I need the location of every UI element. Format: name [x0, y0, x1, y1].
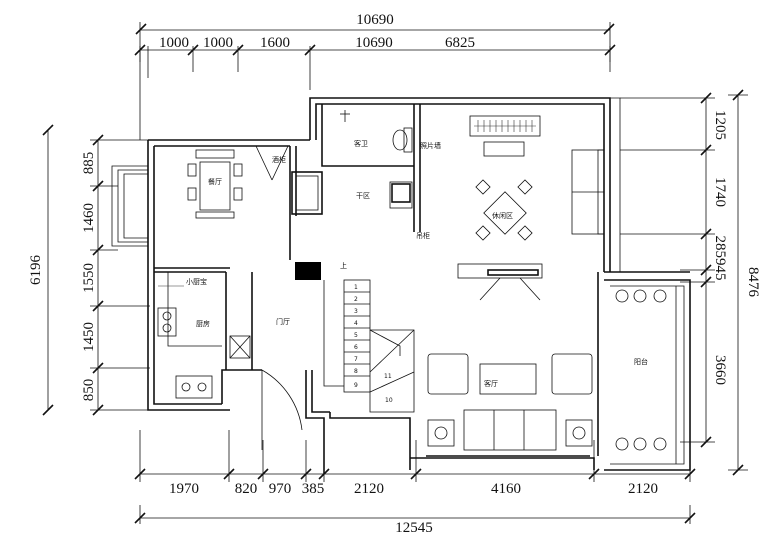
stair-step-5: 5 — [354, 332, 358, 339]
stair-step-9: 9 — [354, 382, 358, 389]
stair-step-2: 2 — [354, 296, 358, 303]
kitchen-label: 厨房 — [196, 319, 210, 328]
stair-step-4: 4 — [354, 320, 358, 327]
top-segment-3: 1600 — [260, 35, 290, 51]
left-overall-label: 6196 — [28, 255, 44, 286]
right-overall-dimension: 8476 — [728, 89, 761, 476]
leisure-label: 休闲区 — [492, 211, 513, 220]
balcony-label: 阳台 — [634, 357, 648, 366]
top-overall-dimension: 10690 — [135, 12, 615, 62]
bath-fixtures — [340, 110, 413, 209]
walls — [111, 97, 691, 474]
fridge — [291, 171, 323, 215]
hanging-cabinet-label: 吊柜 — [416, 231, 430, 240]
bottom-overall-dimension: 12545 — [134, 505, 696, 536]
bottom-segment-2: 820 — [235, 481, 258, 497]
bottom-segment-4: 385 — [302, 481, 325, 497]
top-segment-2: 1000 — [203, 35, 233, 51]
bottom-segment-dimensions: 1970 820 970 385 2120 4160 2120 — [134, 430, 696, 497]
small-kitchen-label: 小厨宝 — [186, 277, 207, 286]
dry-zone-label: 干区 — [356, 192, 370, 200]
stair-step-7: 7 — [354, 356, 358, 363]
dining-table-set — [187, 149, 243, 219]
living-sofa-set — [427, 353, 593, 451]
top-segment-5: 6825 — [445, 35, 475, 51]
right-sofa — [571, 149, 605, 235]
stair-up-label: 上 — [340, 261, 347, 270]
bottom-segment-3: 970 — [269, 481, 292, 497]
left-segment-3: 1550 — [81, 263, 97, 293]
left-segment-4: 1450 — [81, 322, 97, 352]
top-segment-4: 10690 — [355, 35, 393, 51]
stair-step-3: 3 — [354, 308, 358, 315]
dining-label: 餐厅 — [208, 177, 222, 186]
stair-step-6: 6 — [354, 344, 358, 351]
top-segment-dimensions: 1000 1000 1600 10690 6825 — [134, 35, 616, 140]
stair-step-10: 10 — [385, 397, 393, 404]
living-label: 客厅 — [484, 379, 498, 388]
right-segment-dimensions: 1205 1740 285945 3660 — [620, 92, 728, 448]
left-overall-dimension: 6196 — [28, 124, 54, 416]
tv-console — [457, 263, 543, 301]
guest-bath-label: 客卫 — [354, 139, 368, 148]
staircase: 1 2 3 4 5 6 7 8 9 10 11 上 — [323, 261, 415, 413]
top-segment-1: 1000 — [159, 35, 189, 51]
right-segment-1: 1205 — [712, 110, 728, 140]
left-segment-2: 1460 — [81, 203, 97, 233]
right-overall-label: 8476 — [745, 267, 761, 298]
wine-cabinet-label: 酒柜 — [272, 155, 286, 164]
stair-step-11: 11 — [384, 373, 392, 380]
right-segment-4: 3660 — [712, 355, 728, 385]
leisure-table-set — [475, 179, 533, 241]
right-segment-3: 285945 — [712, 236, 728, 281]
top-overall-label: 10690 — [356, 12, 394, 28]
left-segment-dimensions: 885 1460 1550 1450 850 — [81, 134, 150, 416]
kitchen-fixtures — [157, 272, 251, 399]
foyer-door — [261, 369, 303, 450]
left-segment-5: 850 — [81, 379, 97, 402]
structural-column — [295, 262, 321, 280]
bottom-segment-5: 2120 — [354, 481, 384, 497]
stair-step-8: 8 — [354, 368, 358, 375]
foyer-label: 门厅 — [276, 317, 290, 326]
stair-step-1: 1 — [354, 284, 358, 291]
bottom-segment-7: 2120 — [628, 481, 658, 497]
bottom-overall-label: 12545 — [395, 520, 433, 536]
bottom-segment-6: 4160 — [491, 481, 521, 497]
right-segment-2: 1740 — [712, 177, 728, 207]
wine-cabinet — [255, 145, 289, 181]
left-segment-1: 885 — [81, 152, 97, 175]
bottom-segment-1: 1970 — [169, 481, 199, 497]
piano — [469, 115, 541, 157]
photo-wall-label: 照片墙 — [420, 141, 441, 150]
balcony-plants — [615, 289, 667, 451]
